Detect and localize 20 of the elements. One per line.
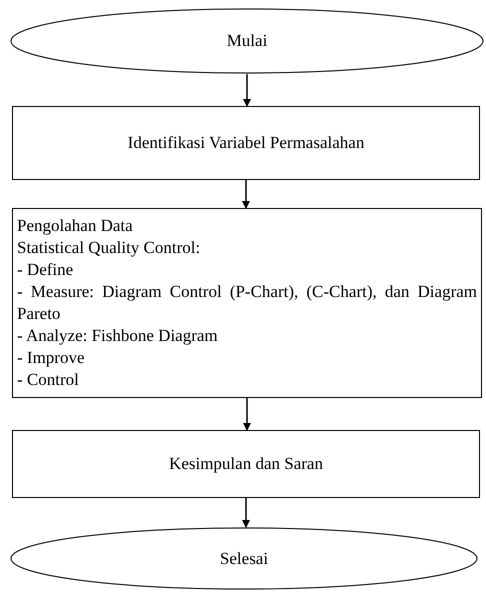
arrow (243, 74, 251, 107)
node-text: Pengolahan Data (17, 215, 134, 237)
node-text: - Improve (17, 347, 86, 369)
terminal-ellipse (10, 8, 484, 74)
terminal-ellipse (10, 527, 478, 590)
process-box (12, 208, 482, 398)
node-text: - Control (17, 369, 80, 391)
node-text: - Define (17, 259, 74, 281)
node-text: Mulai (226, 30, 268, 52)
node-text: Statistical Quality Control: (17, 237, 202, 259)
process-box (12, 106, 480, 180)
node-text: Selesai (220, 548, 268, 570)
node-text: Identifikasi Variabel Permasalahan (128, 132, 364, 154)
node-text: - Analyze: Fishbone Diagram (17, 325, 219, 347)
arrow (242, 180, 250, 209)
arrow (243, 398, 251, 431)
node-text: - Measure: Diagram Control (P-Chart), (C-Chart), dan Diagram Pareto (17, 281, 477, 325)
process-box (12, 430, 480, 498)
node-text: Kesimpulan dan Saran (169, 453, 323, 475)
arrow (242, 498, 250, 528)
